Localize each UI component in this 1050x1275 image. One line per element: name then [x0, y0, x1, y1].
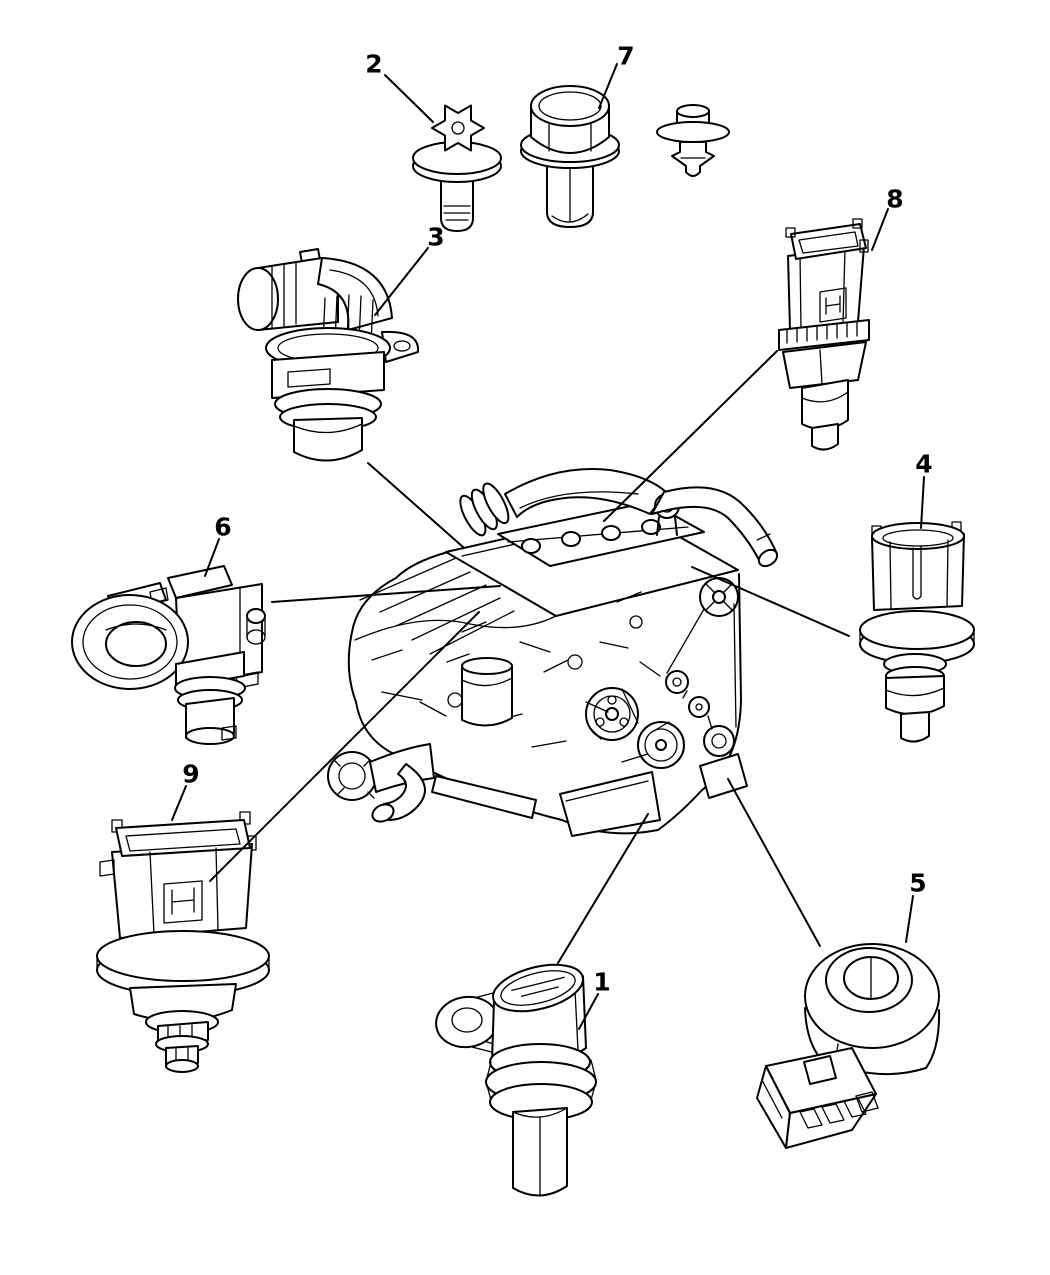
temperature-sensor-illustration — [859, 521, 975, 743]
callout-5: 5 — [909, 869, 926, 898]
callout-6: 6 — [214, 513, 231, 542]
callout-4: 4 — [915, 450, 932, 479]
leader-line-7 — [598, 63, 618, 109]
camshaft-position-sensor-illustration — [237, 248, 420, 462]
leader-line-6 — [204, 538, 220, 577]
callout-8: 8 — [886, 185, 903, 214]
leader-line-8 — [871, 208, 889, 251]
intake-air-temperature-sensor-illustration — [96, 811, 270, 1073]
torx-bolt-illustration — [412, 104, 502, 232]
crankshaft-position-sensor-illustration — [435, 963, 597, 1197]
leader-line-5-to-engine — [727, 778, 821, 947]
callout-3: 3 — [427, 223, 444, 252]
leader-line-5 — [905, 895, 914, 943]
callout-1: 1 — [593, 968, 610, 997]
leader-line-9-to-engine — [209, 611, 480, 882]
leader-line-6-to-engine — [271, 585, 501, 603]
push-pin-retainer-illustration — [656, 104, 730, 177]
leader-line-4-to-engine — [691, 566, 850, 637]
callout-labels: 2 7 3 8 4 6 9 1 5 — [182, 42, 932, 997]
callout-2: 2 — [365, 50, 382, 79]
leader-line-3 — [374, 247, 429, 316]
leader-line-2 — [384, 74, 434, 123]
leader-line-1 — [578, 993, 599, 1030]
map-sensor-illustration — [71, 565, 266, 745]
leader-line-9 — [171, 785, 187, 821]
callout-7: 7 — [617, 42, 634, 71]
leader-line-8-to-engine — [603, 350, 778, 522]
leader-line-4 — [920, 476, 925, 529]
leader-line-1-to-engine — [557, 813, 649, 964]
coolant-temperature-sensor-illustration — [778, 218, 870, 451]
engine-illustration — [327, 468, 779, 837]
leader-line-3-to-engine — [367, 462, 464, 548]
callout-9: 9 — [182, 760, 199, 789]
hex-bolt-illustration — [520, 85, 620, 228]
knock-sensor-illustration — [756, 943, 941, 1149]
leader-lines — [171, 63, 925, 1030]
